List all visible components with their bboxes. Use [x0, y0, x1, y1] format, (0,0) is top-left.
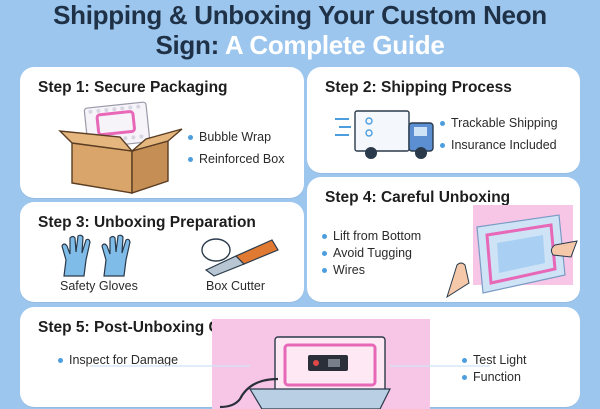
list-item: Bubble Wrap	[187, 129, 284, 146]
box-cutter-icon	[201, 238, 279, 277]
step-4-title: Step 4: Careful Unboxing	[325, 189, 511, 206]
neon-sign-icon	[446, 205, 578, 299]
step-2-card: Step 2: Shipping Process Trackable Shipp…	[307, 67, 580, 173]
step-3-card: Step 3: Unboxing Preparation Safety Glov…	[20, 202, 304, 302]
step-5-card: Step 5: Post-Unboxing Check Inspect for …	[20, 307, 580, 409]
title-line-1: Shipping & Unboxing Your Custom Neon	[53, 0, 547, 30]
list-item: Wires	[321, 262, 421, 279]
title-line-2: Sign: A Complete Guide	[0, 30, 600, 60]
list-item: Insurance Included	[439, 137, 558, 154]
step-1-bullets: Bubble Wrap Reinforced Box	[187, 129, 284, 168]
step-5-left-bullets: Inspect for Damage	[57, 352, 178, 369]
gloves-icon	[61, 234, 131, 277]
truck-icon	[335, 110, 434, 159]
page-title: Shipping & Unboxing Your Custom Neon Sig…	[0, 0, 600, 60]
list-item: Function	[461, 369, 527, 386]
step-1-title: Step 1: Secure Packaging	[38, 79, 228, 96]
step-3-item-cutter: Box Cutter	[206, 279, 266, 293]
step-5-right-bullets: Test Light Function	[461, 352, 527, 386]
neon-sign-check-icon	[90, 319, 490, 409]
step-2-bullets: Trackable Shipping Insurance Included	[439, 115, 558, 154]
step-4-card: Step 4: Careful Unboxing Lift from Botto…	[307, 177, 580, 302]
list-item: Reinforced Box	[187, 151, 284, 168]
list-item: Trackable Shipping	[439, 115, 558, 132]
step-5-title: Step 5: Post-Unboxing Check	[38, 319, 256, 336]
step-2-title: Step 2: Shipping Process	[325, 79, 512, 96]
step-3-item-gloves: Safety Gloves	[60, 279, 138, 293]
step-1-card: Step 1: Secure Packaging Bubble Wrap Rei…	[20, 67, 304, 198]
list-item: Lift from Bottom	[321, 228, 421, 245]
list-item: Test Light	[461, 352, 527, 369]
title-line-2-dark: Sign:	[155, 30, 225, 60]
title-line-2-accent: A Complete Guide	[224, 30, 445, 60]
list-item: Inspect for Damage	[57, 352, 178, 369]
list-item: Avoid Tugging	[321, 245, 421, 262]
step-3-title: Step 3: Unboxing Preparation	[38, 214, 256, 231]
box-icon	[58, 101, 183, 194]
step-4-bullets: Lift from Bottom Avoid Tugging Wires	[321, 228, 421, 279]
